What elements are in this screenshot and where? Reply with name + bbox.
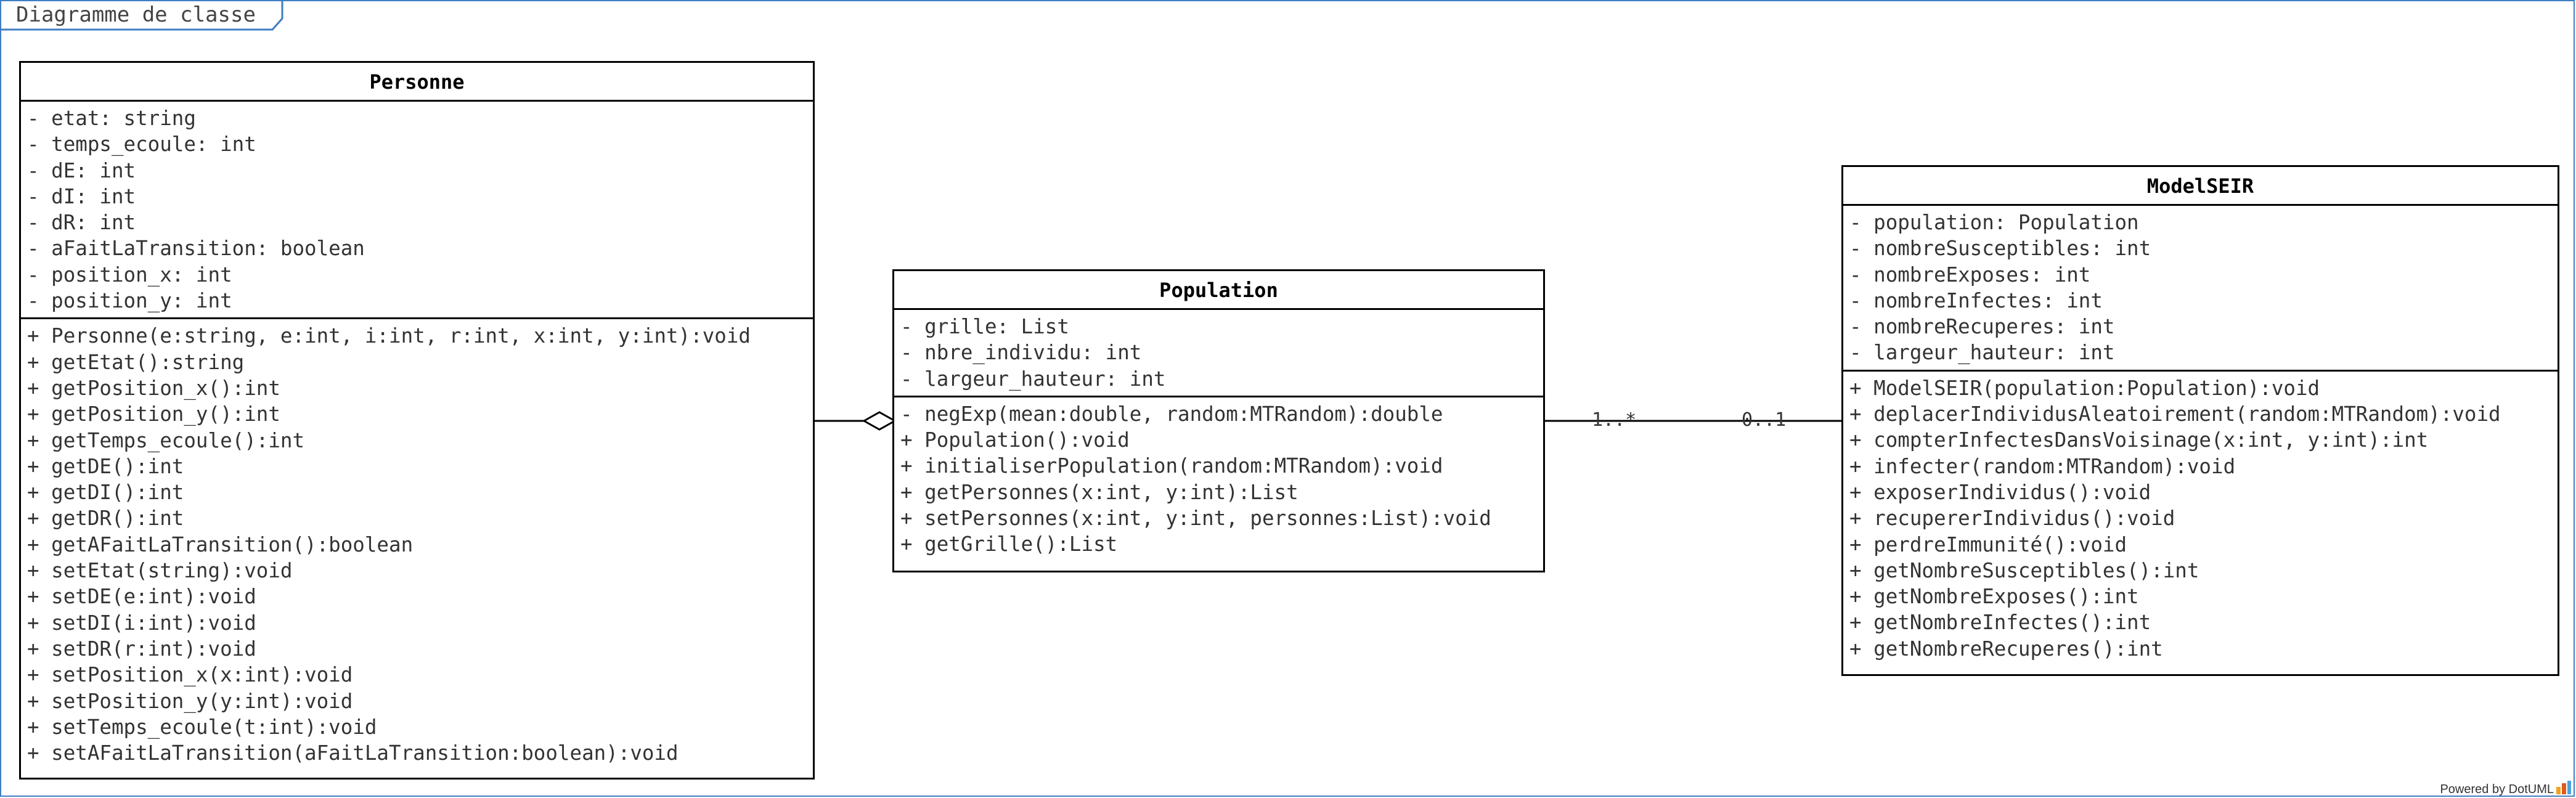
frame-title-tab [0,0,283,31]
class-population[interactable]: Population - grille: List - nbre_individu… [892,269,1545,572]
attribute-row: - largeur_hauteur: int [1849,341,2115,365]
method-row: + setDR(r:int):void [27,637,256,661]
attribute-row: - population: Population [1849,211,2139,234]
method-row: + ModelSEIR(population:Population):void [1849,376,2320,400]
multiplicity-source: 1..* [1592,409,1637,431]
attribute-row: - position_y: int [27,289,232,313]
class-modelseir[interactable]: ModelSEIR - population: Population - nomb… [1841,165,2559,676]
method-row: + setTemps_ecoule(t:int):void [27,715,377,739]
class-personne[interactable]: Personne - etat: string- temps_ecoule: i… [19,61,815,780]
multiplicity-target: 0..1 [1742,409,1787,431]
attribute-row: - nombreExposes: int [1849,263,2091,287]
method-row: + recupererIndividus():void [1849,507,2175,531]
method-row: - negExp(mean:double, random:MTRandom):d… [900,402,1443,426]
powered-by-label: Powered by DotUML [2440,783,2554,796]
method-row: + exposerIndividus():void [1849,480,2151,504]
method-row: + getDE():int [27,454,184,478]
method-row: + getTemps_ecoule():int [27,428,305,452]
attributes-section: - grille: List - nbre_individu: int- larg… [894,310,1543,397]
method-row: + getNombreInfectes():int [1849,611,2151,635]
method-row: + getPosition_x():int [27,376,280,400]
class-name: ModelSEIR [1843,167,2558,206]
method-row: + Population():void [900,428,1130,452]
methods-section: + ModelSEIR(population:Population):void+… [1843,372,2558,666]
attribute-row: - grille: List [900,315,1069,338]
attribute-row: - largeur_hauteur: int [900,367,1166,391]
methods-section: - negExp(mean:double, random:MTRandom):d… [894,397,1543,561]
method-row: + getPersonnes(x:int, y:int):List [900,480,1298,504]
diagram-title: Diagramme de classe [16,2,256,27]
class-name: Population [894,271,1543,310]
method-row: + getNombreSusceptibles():int [1849,558,2199,582]
method-row: + deplacerIndividusAleatoirement(random:… [1849,402,2501,426]
attribute-row: - dR: int [27,211,136,235]
method-row: + getNombreRecuperes():int [1849,637,2163,661]
method-row: + getAFaitLaTransition():boolean [27,532,414,556]
method-row: + initialiserPopulation(random:MTRandom)… [900,454,1443,478]
aggregation-diamond [862,411,897,431]
method-row: + setPosition_y(y:int):void [27,689,353,713]
class-name: Personne [21,63,813,102]
method-row: + getNombreExposes():int [1849,585,2139,609]
method-row: + getDI():int [27,481,184,505]
method-row: + getDR():int [27,507,184,531]
method-row: + setPosition_x(x:int):void [27,663,353,687]
attribute-row: - dE: int [27,158,136,182]
method-row: + getEtat():string [27,350,245,374]
method-row: + setAFaitLaTransition(aFaitLaTransition… [27,741,679,765]
attributes-section: - population: Population - nombreSuscepti… [1843,206,2558,372]
attribute-row: - etat: string [27,107,196,130]
method-row: + setDI(i:int):void [27,611,256,635]
attribute-row: - temps_ecoule: int [27,132,256,157]
attribute-row: - nombreRecuperes: int [1849,315,2115,339]
dotuml-logo-icon [2556,781,2571,794]
attribute-row: - nombreSusceptibles: int [1849,237,2151,261]
method-row: + setPersonnes(x:int, y:int, personnes:L… [900,507,1491,531]
attribute-row: - nbre_individu: int [900,341,1142,365]
method-row: + perdreImmunité():void [1849,532,2127,556]
method-row: + getPosition_y():int [27,402,280,426]
methods-section: + Personne(e:string, e:int, i:int, r:int… [21,319,813,770]
method-row: + infecter(random:MTRandom):void [1849,454,2236,478]
method-row: + Personne(e:string, e:int, i:int, r:int… [27,324,751,348]
method-row: + setDE(e:int):void [27,585,256,609]
attribute-row: - dI: int [27,184,136,208]
attribute-row: - nombreInfectes: int [1849,288,2103,312]
attributes-section: - etat: string- temps_ecoule: int- dE: i… [21,102,813,320]
method-row: + compterInfectesDansVoisinage(x:int, y:… [1849,428,2429,452]
method-row: + setEtat(string):void [27,559,293,583]
method-row: + getGrille():List [900,532,1118,556]
attribute-row: - aFaitLaTransition: boolean [27,237,365,261]
attribute-row: - position_x: int [27,263,232,287]
